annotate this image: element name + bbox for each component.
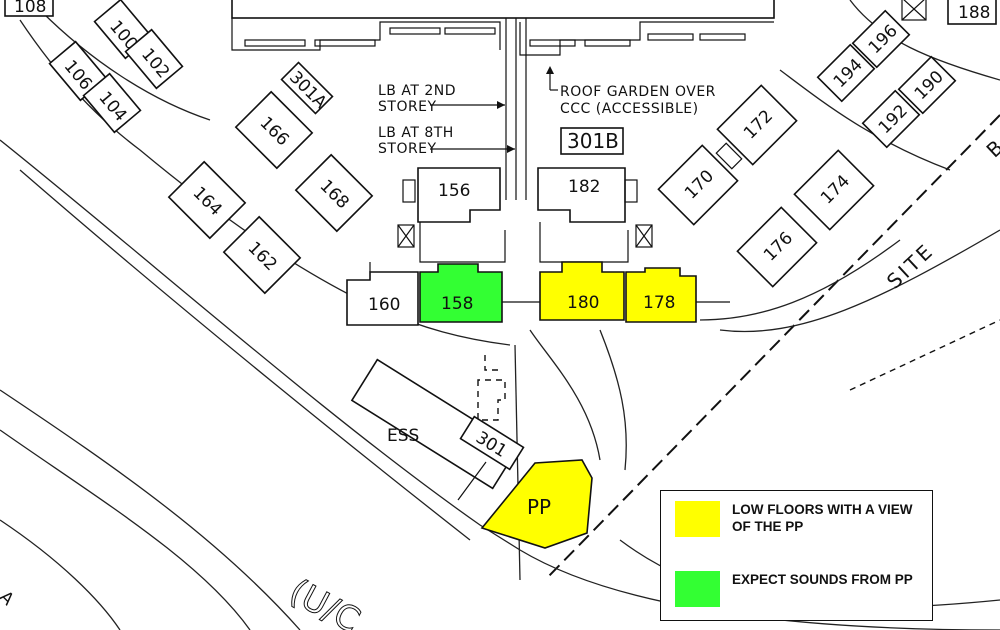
lb-2nd-storey-note: LB AT 2ND STOREY (378, 83, 505, 115)
svg-text:CCC (ACCESSIBLE): CCC (ACCESSIBLE) (560, 101, 699, 117)
svg-text:178: 178 (643, 293, 675, 313)
block-188: 188 (947, 0, 997, 25)
legend-label: LOW FLOORS WITH A VIEW OF THE PP (732, 502, 913, 534)
block-168: 168 (294, 153, 374, 233)
svg-text:301B: 301B (567, 129, 619, 153)
legend-swatch-green (675, 571, 720, 607)
legend-label: EXPECT SOUNDS FROM PP (732, 572, 913, 587)
svg-text:160: 160 (368, 295, 400, 315)
road-partial-label: (U/C (283, 571, 367, 630)
svg-text:156: 156 (438, 181, 470, 201)
block-158: 158 (419, 263, 503, 323)
block-180: 180 (539, 261, 625, 321)
left-partial-label: A (0, 587, 18, 610)
roof-garden-note: ROOF GARDEN OVER CCC (ACCESSIBLE) (546, 66, 716, 117)
block-176: 176 (736, 206, 818, 288)
block-156: 156 (417, 167, 506, 263)
legend-item-low-floors: LOW FLOORS WITH A VIEW OF THE PP (675, 501, 922, 537)
legend-item-sounds: EXPECT SOUNDS FROM PP (675, 571, 922, 607)
block-301a: 301A (280, 61, 334, 115)
svg-text:PP: PP (527, 495, 551, 519)
legend: LOW FLOORS WITH A VIEW OF THE PP EXPECT … (660, 490, 933, 621)
block-178: 178 (625, 267, 697, 323)
svg-text:ESS: ESS (387, 426, 419, 446)
block-166: 166 (234, 90, 314, 170)
svg-text:LB AT 8TH: LB AT 8TH (378, 125, 454, 141)
svg-text:182: 182 (568, 177, 600, 197)
dashed-structure (477, 379, 506, 421)
block-160: 160 (346, 271, 419, 326)
block-108: 108 (4, 0, 54, 17)
block-172: 172 (716, 84, 798, 166)
block-170: 170 (657, 144, 739, 226)
svg-text:188: 188 (958, 3, 990, 23)
site-partial-label: B (982, 133, 1000, 162)
ess-structure: ESS (350, 358, 520, 501)
block-162: 162 (222, 215, 302, 295)
lb-8th-storey-note: LB AT 8TH STOREY (378, 125, 515, 157)
legend-swatch-yellow (675, 501, 720, 537)
svg-text:LB AT 2ND: LB AT 2ND (378, 83, 456, 99)
svg-text:STOREY: STOREY (378, 99, 437, 115)
svg-text:180: 180 (567, 293, 599, 313)
block-164: 164 (167, 160, 247, 240)
block-192: 192 (861, 89, 921, 149)
block-301b: 301B (560, 127, 624, 155)
block-182: 182 (537, 167, 629, 263)
svg-text:ROOF GARDEN OVER: ROOF GARDEN OVER (560, 84, 716, 100)
svg-text:108: 108 (14, 0, 46, 17)
block-174: 174 (793, 149, 875, 231)
svg-text:STOREY: STOREY (378, 141, 437, 157)
pp-facility: PP (480, 459, 593, 549)
top-structure (231, 0, 775, 200)
svg-text:158: 158 (441, 294, 473, 314)
site-boundary-line (544, 114, 1000, 581)
